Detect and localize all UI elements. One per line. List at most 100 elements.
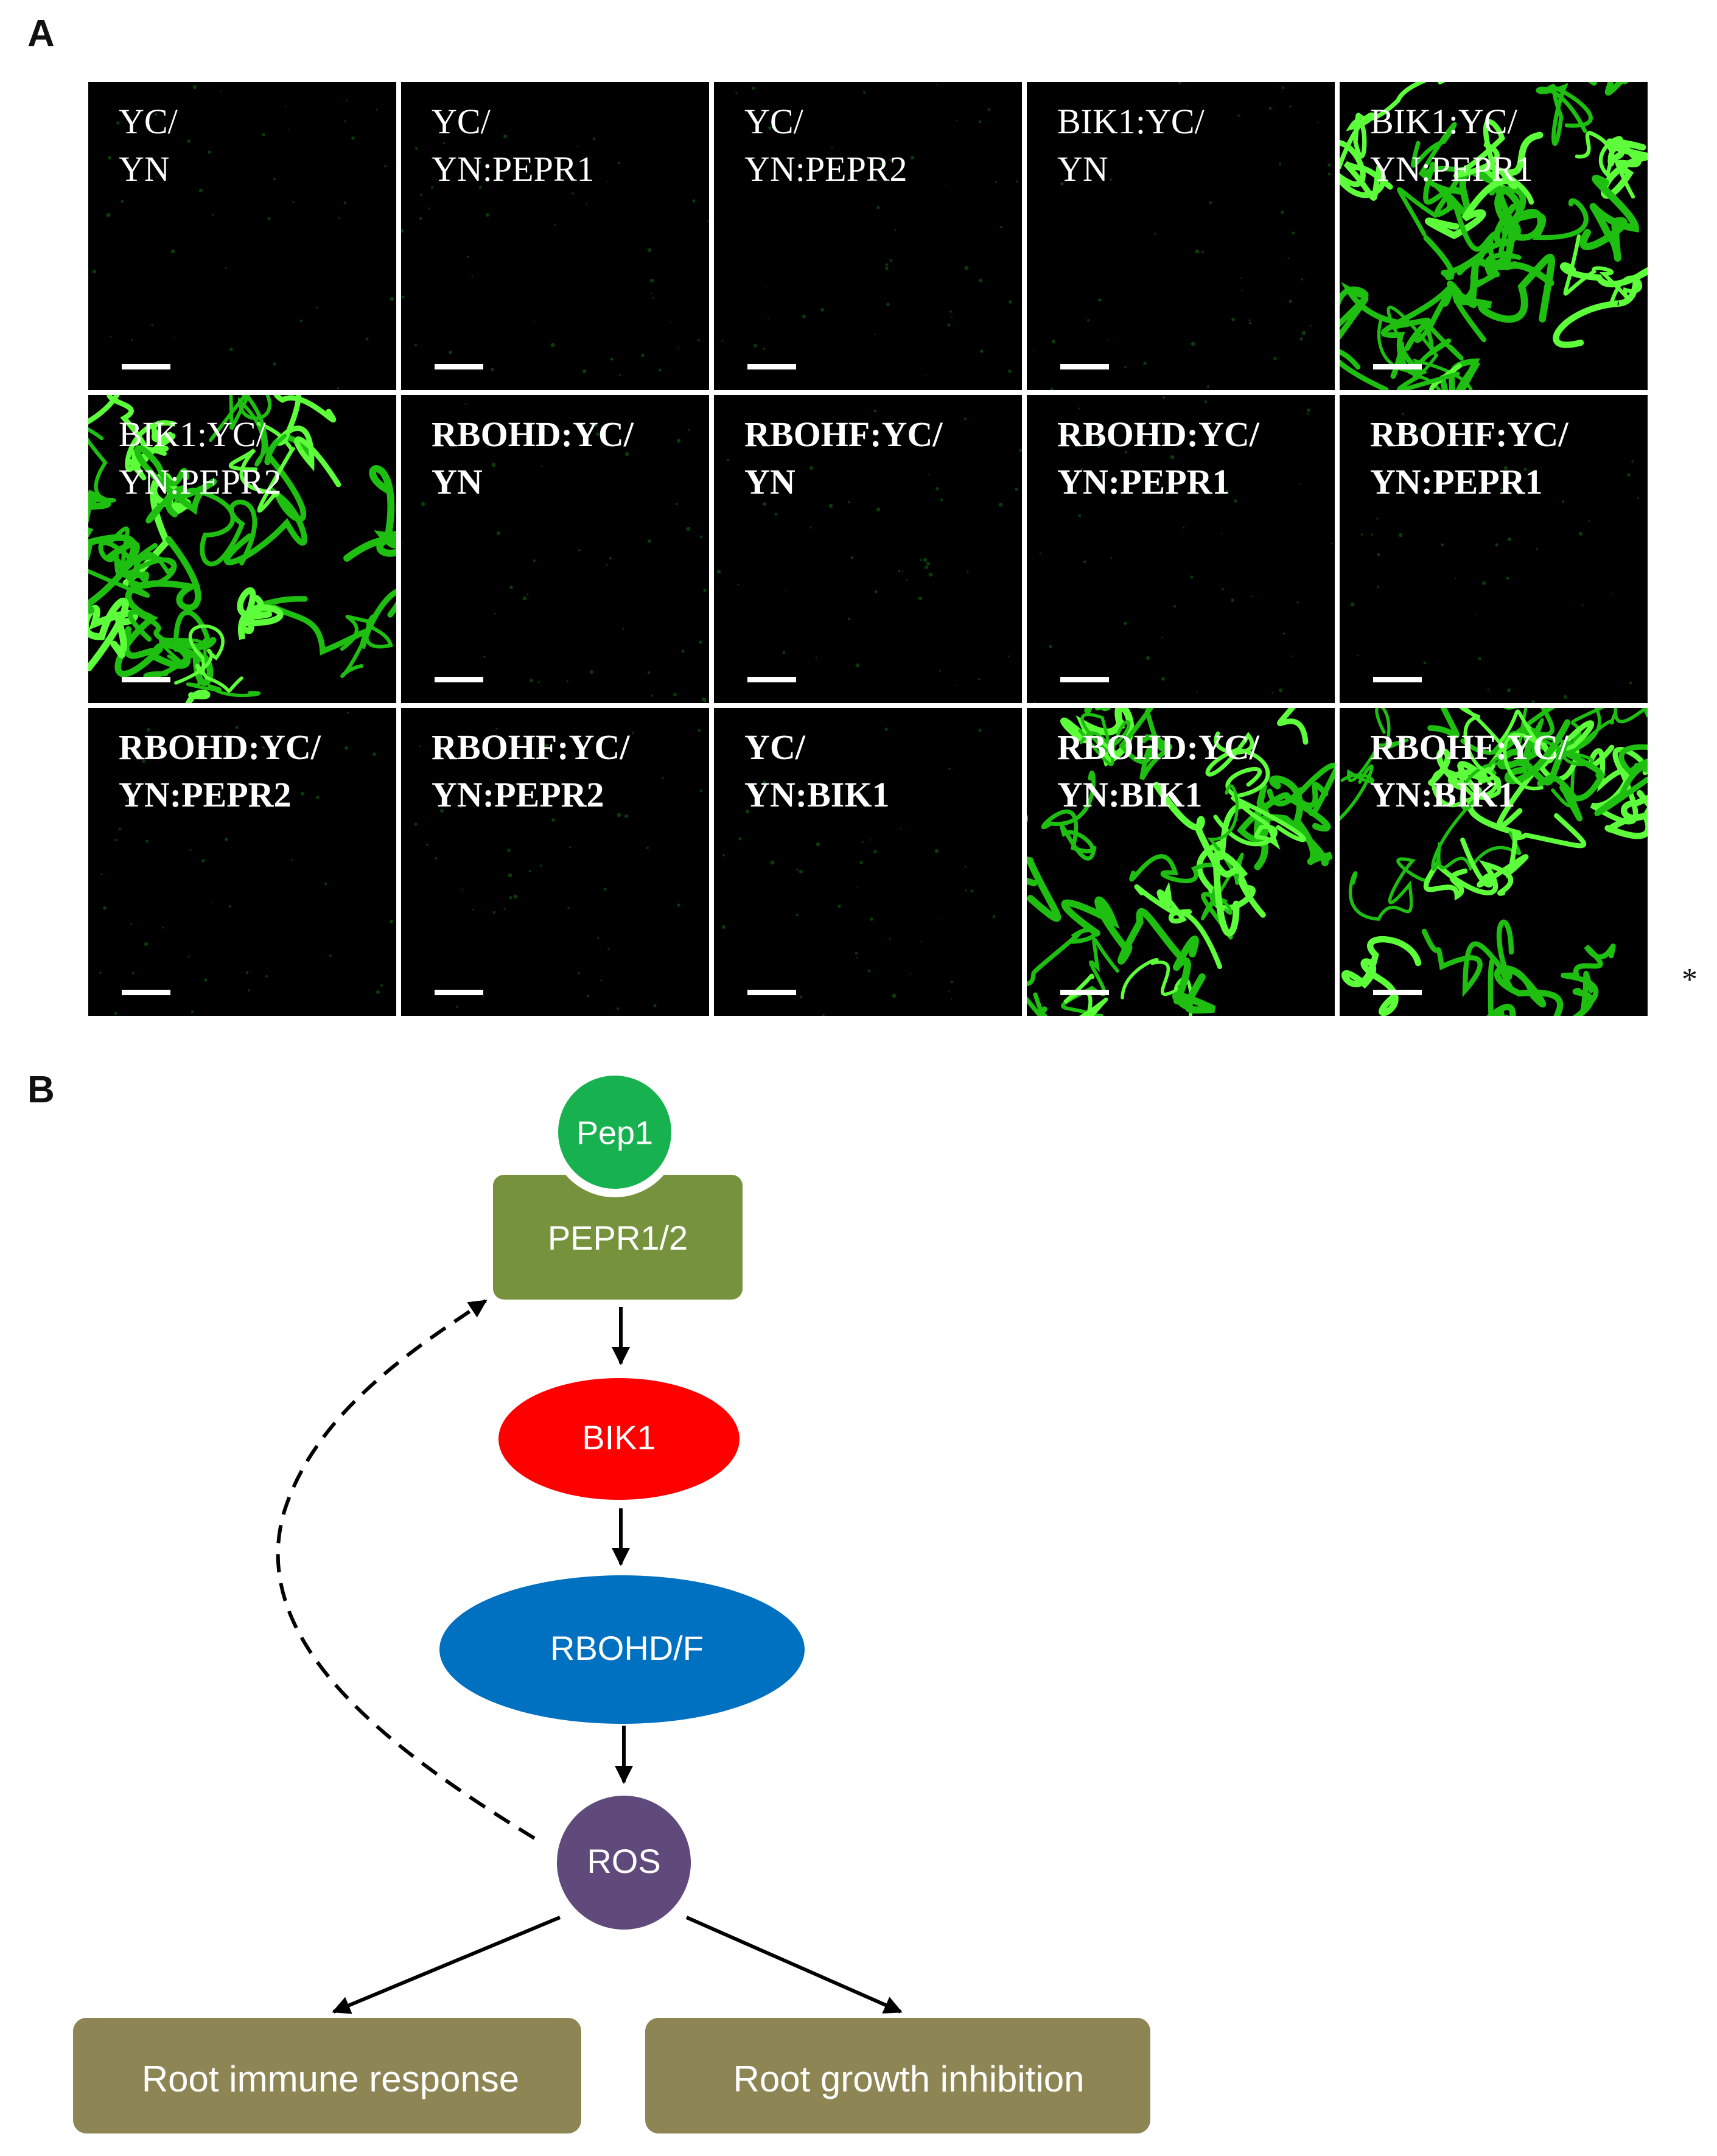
background-speckle [482, 995, 484, 998]
background-speckle [1377, 586, 1379, 588]
background-speckle [609, 557, 612, 559]
background-speckle [948, 768, 951, 770]
ros-node [557, 1796, 691, 1930]
tile-label: RBOHD:YC/YN:PEPR1 [1057, 411, 1259, 506]
background-speckle [225, 267, 227, 269]
background-speckle [486, 213, 489, 217]
background-speckle [107, 155, 112, 160]
background-speckle [681, 649, 685, 653]
background-speckle [1611, 592, 1614, 595]
background-speckle [796, 869, 799, 871]
background-speckle [619, 374, 621, 376]
background-speckle [1110, 557, 1113, 559]
background-speckle [1357, 654, 1359, 657]
background-speckle [478, 186, 482, 189]
fluorescence-image [1340, 708, 1648, 1016]
background-speckle [641, 354, 645, 357]
background-speckle [1282, 86, 1284, 89]
background-speckle [1317, 121, 1319, 124]
background-speckle [754, 344, 757, 348]
microscopy-tile: YC/YN [88, 82, 396, 390]
background-speckle [1301, 331, 1306, 335]
background-speckle [850, 556, 854, 559]
tile-label-line2: YN [744, 462, 796, 502]
background-speckle [1581, 604, 1584, 606]
background-speckle [874, 333, 876, 335]
background-speckle [1481, 581, 1486, 586]
cell-outline [1428, 748, 1522, 836]
background-speckle [1503, 466, 1508, 471]
cell-outline [1341, 936, 1422, 1016]
background-speckle [745, 809, 750, 814]
background-speckle [616, 1007, 620, 1010]
background-speckle [910, 155, 915, 160]
background-speckle [509, 586, 513, 589]
background-speckle [1173, 605, 1176, 607]
background-speckle [1051, 339, 1056, 344]
background-speckle [187, 139, 191, 143]
cell-outline [1340, 139, 1393, 201]
background-speckle [707, 220, 709, 222]
cell-outline [127, 609, 211, 680]
background-speckle [889, 937, 891, 940]
background-speckle [192, 85, 197, 89]
scale-bar [122, 677, 170, 682]
background-speckle [226, 733, 228, 735]
background-speckle [301, 792, 304, 796]
background-speckle [763, 348, 765, 350]
tile-label: BIK1:YC/YN [1057, 98, 1205, 193]
background-speckle [198, 188, 203, 193]
background-speckle [721, 340, 724, 342]
background-speckle [401, 295, 405, 299]
fluorescence-image [88, 395, 396, 703]
background-speckle [508, 873, 512, 878]
cell-outline [343, 465, 396, 562]
background-speckle [856, 956, 858, 959]
background-speckle [603, 887, 607, 891]
immune-node [73, 2018, 581, 2133]
background-speckle [414, 822, 418, 826]
background-speckle [698, 339, 700, 341]
fluorescence-image [88, 708, 396, 1016]
background-speckle [1096, 444, 1101, 449]
arrow-ros-pepr-feedback [276, 1299, 536, 1840]
background-speckle [347, 712, 349, 714]
background-speckle [401, 228, 404, 233]
background-speckle [1278, 163, 1282, 166]
background-speckle [1376, 517, 1379, 520]
background-speckle [855, 951, 858, 955]
background-speckle [154, 113, 158, 116]
background-speckle [648, 539, 651, 543]
background-speckle [551, 818, 555, 822]
cell-outline [273, 395, 341, 488]
pep1-node [550, 1067, 680, 1197]
background-speckle [145, 839, 149, 843]
background-speckle [201, 859, 205, 863]
background-speckle [624, 452, 629, 457]
background-speckle [262, 133, 265, 136]
background-speckle [1531, 700, 1535, 703]
background-speckle [856, 886, 859, 888]
background-speckle [752, 86, 755, 90]
bik1-node [498, 1378, 740, 1500]
background-speckle [799, 995, 803, 999]
cell-outline [125, 420, 176, 481]
background-speckle [151, 324, 153, 326]
background-speckle [1007, 655, 1010, 657]
background-speckle [162, 926, 164, 929]
background-speckle [569, 846, 572, 849]
microscopy-tile: BIK1:YC/YN [1027, 82, 1335, 390]
background-speckle [554, 223, 556, 226]
background-speckle [428, 207, 430, 209]
background-speckle [337, 387, 339, 390]
cell-outline [1486, 1004, 1516, 1016]
background-speckle [653, 1004, 657, 1007]
background-speckle [1536, 548, 1538, 550]
background-speckle [670, 322, 671, 323]
background-speckle [799, 869, 803, 874]
scale-bar [122, 364, 170, 369]
background-speckle [967, 570, 969, 573]
cell-outline [1153, 782, 1248, 937]
background-speckle [760, 425, 764, 430]
